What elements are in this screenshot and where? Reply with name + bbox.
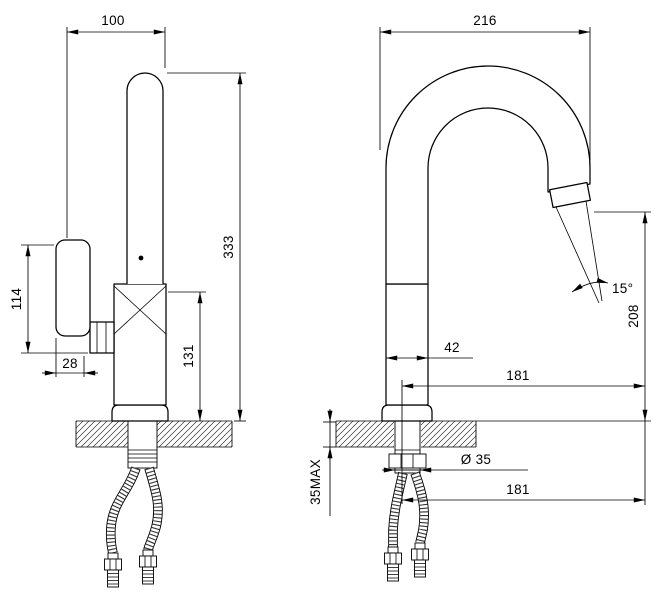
- dim-hole-diameter: Ø 35: [461, 452, 491, 467]
- spout-nozzle: [549, 181, 591, 209]
- braided-hose: [389, 472, 407, 547]
- hose-fitting: [139, 549, 157, 585]
- front-dimensions: 216 15° 208 42 181 Ø 35 181: [308, 13, 651, 516]
- dim-overall-width: 216: [473, 13, 496, 28]
- front-supply-hoses: [384, 471, 429, 582]
- dim-outlet-clearance: 208: [626, 304, 641, 327]
- braided-hose: [144, 466, 162, 551]
- body-cross-detail: [113, 285, 167, 335]
- dim-handle-height: 114: [9, 288, 24, 311]
- side-dimensions: 100 333 131 114 28: [9, 13, 246, 422]
- dim-deck-thickness-max: 35MAX: [308, 459, 323, 505]
- handle-connector: [89, 321, 115, 354]
- dim-hose-reach-upper: 181: [506, 368, 529, 383]
- side-deck-section: [75, 420, 233, 448]
- front-shank: [388, 420, 427, 474]
- dim-body-width: 42: [444, 340, 460, 355]
- angle-arc: [571, 277, 609, 293]
- shank-threads: [128, 449, 157, 463]
- deck-hatch-left: [76, 421, 128, 447]
- deck-hatch-left: [336, 421, 394, 447]
- braided-hose: [411, 471, 429, 544]
- dim-outlet-height: 131: [181, 344, 196, 367]
- front-view: 216 15° 208 42 181 Ø 35 181: [308, 13, 651, 582]
- side-view: 100 333 131 114 28: [9, 13, 246, 588]
- front-deck-section: [335, 420, 477, 448]
- side-supply-hoses: [104, 466, 163, 588]
- hose-fitting: [104, 552, 122, 588]
- front-faucet: [381, 65, 603, 422]
- dim-overall-height: 333: [221, 235, 236, 258]
- spout-column: [126, 72, 164, 284]
- hose-fitting: [411, 542, 429, 578]
- mounting-nut: [388, 453, 427, 469]
- faucet-body: [113, 283, 167, 406]
- threaded-shank: [127, 420, 158, 469]
- braided-hose: [106, 466, 140, 554]
- deck-hatch-right: [157, 421, 232, 447]
- dim-stream-angle: 15°: [612, 281, 633, 296]
- faucet-base: [111, 404, 169, 422]
- lever-handle: [55, 239, 91, 337]
- dim-hose-reach-lower: 181: [506, 482, 529, 497]
- nut-facets: [400, 454, 414, 468]
- side-shank: [127, 420, 158, 469]
- connector-detail: [96, 322, 107, 353]
- gooseneck-spout: [385, 65, 591, 285]
- dim-handle-offset: 28: [62, 356, 78, 371]
- faucet-base: [381, 404, 433, 422]
- hose-fitting: [384, 546, 402, 582]
- deck-hatch-right: [421, 421, 476, 447]
- faucet-body: [385, 283, 429, 406]
- side-faucet: [55, 72, 169, 422]
- aerator-dot: [138, 255, 144, 261]
- dim-top-width: 100: [101, 13, 124, 28]
